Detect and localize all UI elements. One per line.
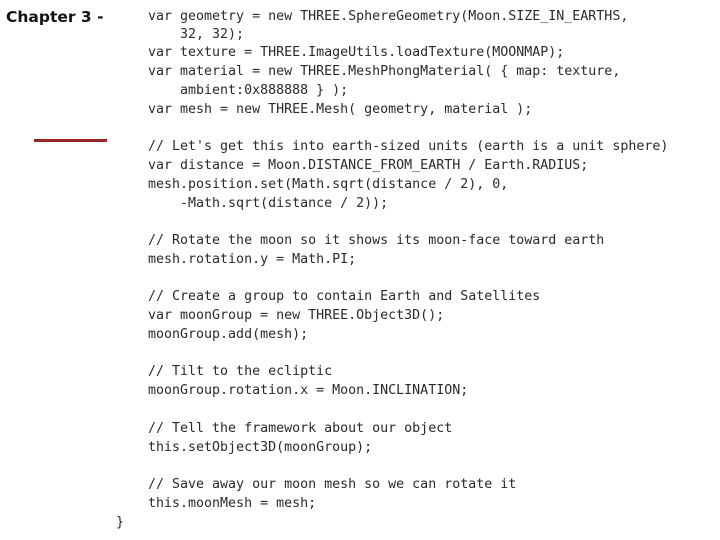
code-line: this.moonMesh = mesh; — [148, 496, 317, 511]
code-line: var mesh = new THREE.Mesh( geometry, mat… — [148, 102, 533, 117]
code-line: mesh.position.set(Math.sqrt(distance / 2… — [148, 177, 509, 192]
code-line: this.setObject3D(moonGroup); — [148, 440, 373, 455]
code-line: 32, 32); — [148, 27, 245, 42]
slide-title: Chapter 3 - 6 — [6, 8, 120, 26]
code-line: ambient:0x888888 } ); — [148, 83, 349, 98]
code-line: -Math.sqrt(distance / 2)); — [148, 196, 389, 211]
code-line: mesh.rotation.y = Math.PI; — [148, 252, 357, 267]
code-line: var geometry = new THREE.SphereGeometry(… — [148, 9, 629, 24]
closing-brace: } — [116, 515, 125, 530]
code-snippet: var geometry = new THREE.SphereGeometry(… — [108, 0, 720, 540]
code-comment: // Let's get this into earth-sized units… — [148, 139, 669, 154]
code-line: moonGroup.add(mesh); — [148, 327, 309, 342]
code-comment: // Create a group to contain Earth and S… — [148, 289, 541, 304]
code-comment: // Tilt to the ecliptic — [148, 364, 333, 379]
code-line: var distance = Moon.DISTANCE_FROM_EARTH … — [148, 158, 589, 173]
code-comment: // Tell the framework about our object — [148, 421, 453, 436]
code-comment: // Rotate the moon so it shows its moon-… — [148, 233, 605, 248]
code-line: var moonGroup = new THREE.Object3D(); — [148, 308, 445, 323]
code-line: var material = new THREE.MeshPhongMateri… — [148, 64, 621, 79]
code-line: var texture = THREE.ImageUtils.loadTextu… — [148, 45, 565, 60]
code-comment: // Save away our moon mesh so we can rot… — [148, 477, 517, 492]
title-underline — [34, 139, 107, 142]
code-line: moonGroup.rotation.x = Moon.INCLINATION; — [148, 383, 469, 398]
